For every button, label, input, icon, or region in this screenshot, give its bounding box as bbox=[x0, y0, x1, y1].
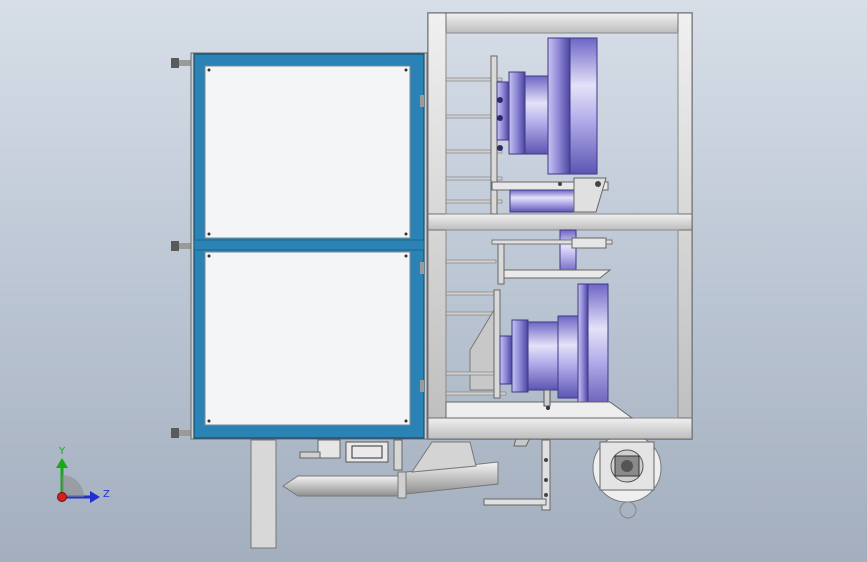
belt-link-assembly bbox=[445, 229, 613, 316]
y-axis-label: Y bbox=[58, 446, 66, 457]
x-axis-origin-dot-icon bbox=[57, 492, 67, 502]
support-leg-left bbox=[250, 439, 277, 549]
lower-bracket-assembly bbox=[299, 439, 403, 471]
steel-frame bbox=[427, 12, 693, 440]
door-hinge-bottom bbox=[171, 428, 191, 438]
discharge-pipe bbox=[282, 441, 499, 499]
adjusting-lever bbox=[483, 437, 551, 511]
cabinet-door[interactable] bbox=[171, 52, 428, 440]
door-hinge-top bbox=[171, 58, 191, 68]
door-hinge-middle bbox=[171, 241, 191, 251]
lower-motor-assembly bbox=[445, 283, 634, 419]
caster-wheel bbox=[592, 433, 662, 519]
z-axis-label: Z bbox=[103, 489, 110, 500]
triad-plane-shading bbox=[62, 475, 84, 497]
upper-motor-assembly bbox=[445, 37, 609, 215]
